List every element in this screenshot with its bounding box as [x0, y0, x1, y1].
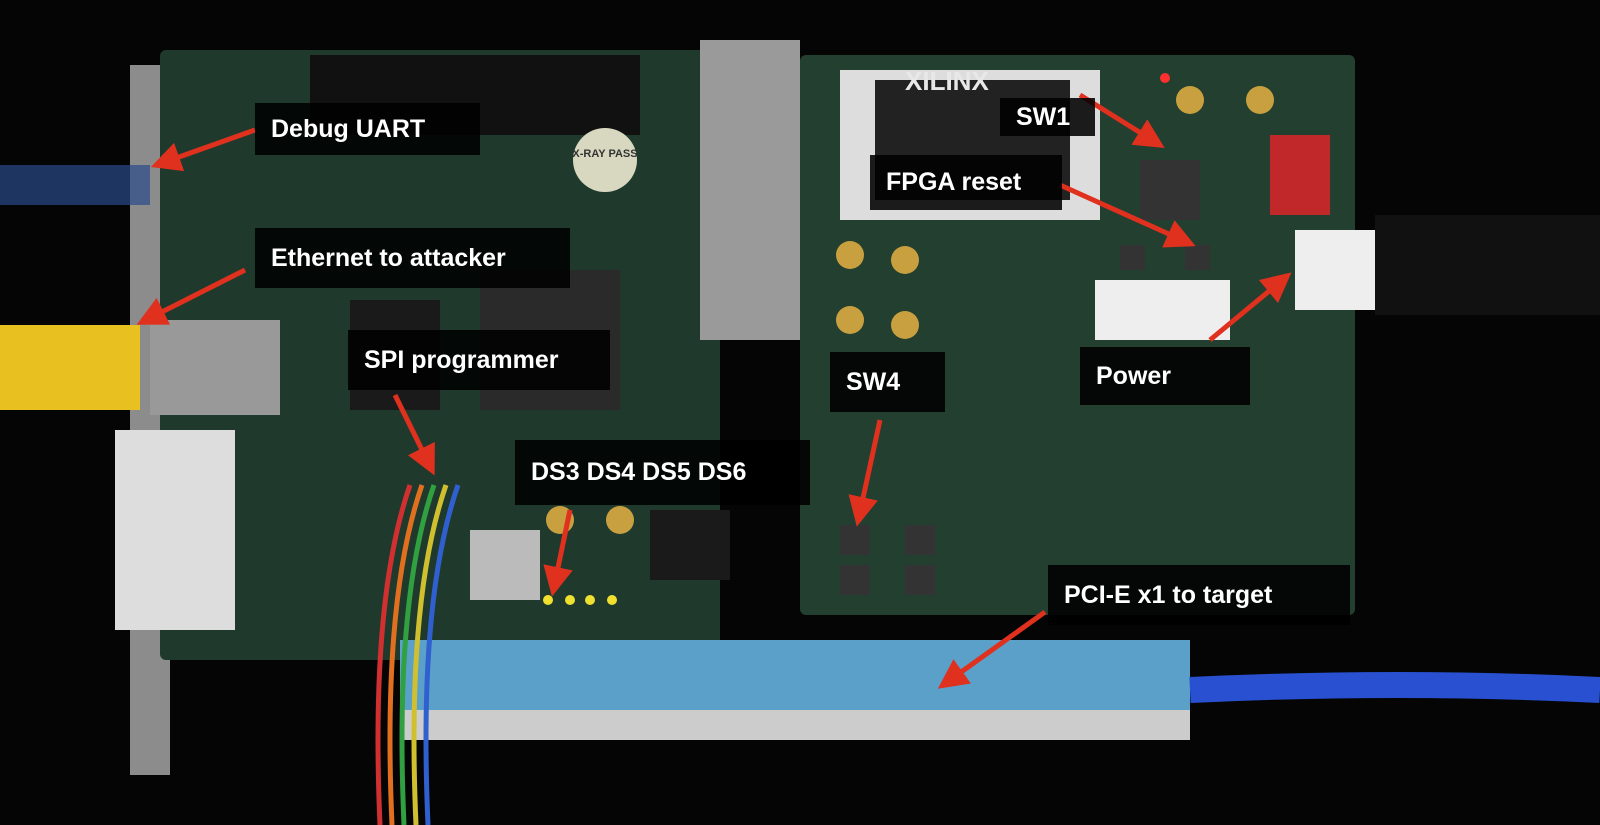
arrow-power [1208, 272, 1292, 342]
sfp-cage [700, 40, 800, 340]
arrow-fpga-reset [1058, 182, 1196, 248]
arrow-debug-uart [150, 127, 256, 172]
arrow-spi [392, 393, 435, 476]
ethernet-cable [0, 325, 140, 410]
xray-sticker [573, 128, 637, 192]
arrow-pcie [937, 609, 1047, 689]
xilinx-logo: XILINX [905, 66, 989, 96]
usb-cable [0, 165, 150, 205]
arrow-sw4 [848, 419, 883, 527]
callout-fpga-reset: FPGA reset [870, 155, 1062, 210]
callout-sw1: SW1 [1000, 98, 1095, 136]
molex-connector [1095, 280, 1230, 340]
callout-ethernet: Ethernet to attacker [255, 228, 570, 288]
power-plug [1295, 230, 1375, 310]
pcie-adapter [400, 640, 1190, 720]
callout-pcie: PCI-E x1 to target [1048, 565, 1350, 625]
ethernet-jack [150, 320, 280, 415]
arrow-leds [543, 509, 573, 597]
dvi-connector [115, 430, 235, 630]
pcie-cable [1189, 672, 1600, 703]
callout-leds: DS3 DS4 DS5 DS6 [515, 440, 810, 505]
arrow-ethernet [136, 267, 247, 325]
callout-sw4: SW4 [830, 352, 945, 412]
callout-debug-uart: Debug UART [255, 103, 480, 155]
xray-sticker-text: X-RAY PASS [572, 148, 637, 160]
callout-power: Power [1080, 347, 1250, 405]
callout-spi-programmer: SPI programmer [348, 330, 610, 390]
callout-arrows [136, 92, 1292, 689]
